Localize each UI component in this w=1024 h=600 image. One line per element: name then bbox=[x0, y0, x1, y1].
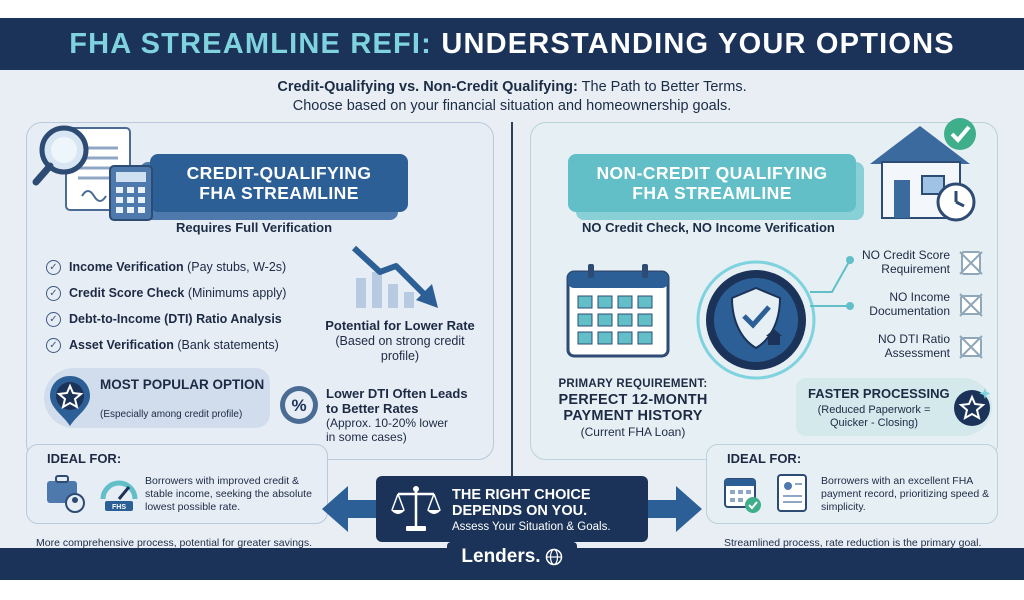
shield-home-seal-icon bbox=[696, 260, 816, 380]
lenders-logo[interactable]: Lenders. bbox=[447, 542, 577, 572]
primary-detail: (Current FHA Loan) bbox=[580, 425, 686, 439]
faster-processing-badge: FASTER PROCESSING (Reduced Paperwork = Q… bbox=[796, 378, 992, 436]
list-item: ✓Debt-to-Income (DTI) Ratio Analysis bbox=[46, 306, 286, 332]
check-icon: ✓ bbox=[46, 285, 61, 301]
title-rest: UNDERSTANDING YOUR OPTIONS bbox=[441, 27, 955, 60]
center-divider bbox=[511, 122, 513, 512]
left-ribbon-line2: FHA STREAMLINE bbox=[199, 183, 359, 203]
dti-callout: Lower DTI Often Leads to Better Rates (A… bbox=[326, 386, 468, 444]
logo-text: Lenders. bbox=[461, 546, 541, 567]
scales-of-justice-icon bbox=[391, 486, 441, 531]
list-item: ✓Income Verification (Pay stubs, W-2s) bbox=[46, 254, 286, 280]
crossed-chart-icon bbox=[959, 335, 983, 359]
crossed-document-icon bbox=[959, 293, 983, 317]
header-bar: FHA STREAMLINE REFI: UNDERSTANDING YOUR … bbox=[0, 18, 1024, 70]
primary-main: PERFECT 12-MONTH PAYMENT HISTORY bbox=[558, 392, 708, 424]
house-clock-check-icon bbox=[870, 118, 976, 222]
right-requirement: NO Credit Check, NO Income Verification bbox=[582, 220, 835, 235]
check-icon: ✓ bbox=[46, 259, 61, 275]
proc-detail: (Reduced Paperwork = Quicker - Closing) bbox=[817, 404, 931, 429]
calendar-checks-icon bbox=[566, 264, 670, 358]
center-subtitle: Assess Your Situation & Goals. bbox=[452, 521, 611, 533]
subtitle-line2: Choose based on your financial situation… bbox=[292, 98, 732, 114]
most-popular-badge: MOST POPULAR OPTION (Especially among cr… bbox=[44, 368, 270, 428]
verification-checklist: ✓Income Verification (Pay stubs, W-2s) ✓… bbox=[46, 254, 286, 358]
star-pin-icon bbox=[50, 376, 90, 426]
footer-bar: Lenders. bbox=[0, 542, 1024, 580]
percent-badge-icon: % bbox=[280, 386, 318, 424]
calendar-check-icon bbox=[724, 478, 761, 513]
left-ideal-label: IDEAL FOR: bbox=[47, 451, 122, 466]
proc-title: FASTER PROCESSING bbox=[808, 386, 950, 401]
check-icon: ✓ bbox=[46, 311, 61, 327]
primary-label: PRIMARY REQUIREMENT: bbox=[558, 378, 708, 390]
right-ideal-text: Borrowers with an excellent FHA payment … bbox=[821, 475, 990, 513]
right-ideal-for-box: IDEAL FOR: Borrowers with an excellent F… bbox=[706, 444, 998, 524]
left-ideal-for-box: IDEAL FOR: FHS Borrowers with improved c… bbox=[26, 444, 328, 524]
right-ideal-label: IDEAL FOR: bbox=[727, 451, 802, 466]
page-title: FHA STREAMLINE REFI: UNDERSTANDING YOUR … bbox=[69, 28, 955, 61]
primary-requirement: PRIMARY REQUIREMENT: PERFECT 12-MONTH PA… bbox=[548, 378, 718, 439]
gauge-label: FHS bbox=[112, 504, 126, 511]
center-title: THE RIGHT CHOICE DEPENDS ON YOU. bbox=[452, 487, 591, 519]
subtitle-lead: Credit-Qualifying vs. Non-Credit Qualify… bbox=[277, 79, 578, 95]
check-icon: ✓ bbox=[46, 337, 61, 353]
right-ribbon-line1: NON-CREDIT QUALIFYING bbox=[596, 163, 828, 183]
crossed-document-icon bbox=[959, 251, 983, 275]
svg-text:%: % bbox=[291, 396, 306, 415]
briefcase-user-icon bbox=[47, 475, 85, 513]
right-choice-box: THE RIGHT CHOICE DEPENDS ON YOU. Assess … bbox=[376, 476, 648, 542]
connector-lines bbox=[810, 256, 854, 310]
credit-qualifying-ribbon: CREDIT-QUALIFYING FHA STREAMLINE bbox=[150, 154, 408, 212]
profile-document-icon bbox=[777, 474, 807, 512]
left-requirement: Requires Full Verification bbox=[176, 220, 333, 235]
right-footer: Streamlined process, rate reduction is t… bbox=[724, 537, 982, 549]
subtitle: Credit-Qualifying vs. Non-Credit Qualify… bbox=[0, 78, 1024, 116]
popular-title: MOST POPULAR OPTION bbox=[100, 377, 265, 392]
title-accent: FHA STREAMLINE REFI: bbox=[69, 27, 433, 60]
right-ribbon-line2: FHA STREAMLINE bbox=[632, 183, 792, 203]
left-ideal-text: Borrowers with improved credit & stable … bbox=[145, 475, 312, 513]
subtitle-lead-rest: The Path to Better Terms. bbox=[581, 79, 747, 95]
globe-icon bbox=[545, 548, 562, 566]
non-credit-ribbon: NON-CREDIT QUALIFYING FHA STREAMLINE bbox=[568, 154, 856, 212]
lower-rate-callout: Potential for Lower Rate (Based on stron… bbox=[325, 318, 475, 363]
left-footer: More comprehensive process, potential fo… bbox=[36, 537, 313, 549]
list-item: ✓Credit Score Check (Minimums apply) bbox=[46, 280, 286, 306]
sparkle-star-icon bbox=[954, 388, 991, 426]
document-magnifier-calculator-icon bbox=[32, 125, 153, 221]
popular-sub: (Especially among credit profile) bbox=[100, 409, 243, 420]
credit-gauge-icon: FHS bbox=[100, 480, 138, 511]
infographic-frame: FHA STREAMLINE REFI: UNDERSTANDING YOUR … bbox=[0, 18, 1024, 580]
list-item: ✓Asset Verification (Bank statements) bbox=[46, 332, 286, 358]
rate-down-chart-icon bbox=[351, 245, 438, 308]
left-ribbon-line1: CREDIT-QUALIFYING bbox=[186, 163, 372, 183]
